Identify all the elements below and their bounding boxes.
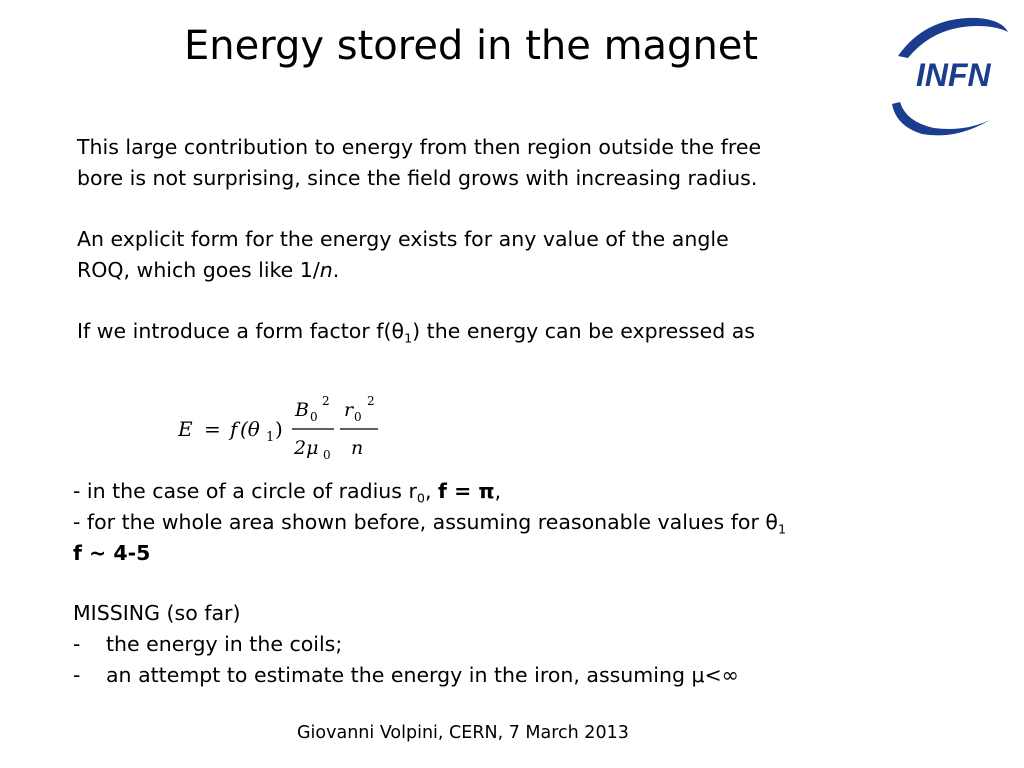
- fraction2-num-base: r: [344, 399, 355, 421]
- paragraph-3-text: If we introduce a form factor f(θ: [77, 319, 405, 343]
- circle-text: - in the case of a circle of radius r: [73, 479, 417, 503]
- formula-lhs: E: [178, 417, 193, 441]
- slide-title: Energy stored in the magnet: [184, 23, 759, 69]
- bullet-text: the energy in the coils;: [106, 632, 343, 656]
- formula-theta-close: ): [275, 417, 283, 441]
- missing-heading: MISSING (so far): [73, 601, 241, 625]
- circle-form-factor: f = π: [438, 479, 495, 503]
- form-factor-range: f ~ 4-5: [73, 541, 151, 565]
- infn-logo: INFN: [892, 17, 1008, 136]
- paragraph-2-line-2: ROQ, which goes like 1/n.: [77, 255, 729, 286]
- area-text: - for the whole area shown before, assum…: [73, 510, 778, 534]
- paragraph-3: If we introduce a form factor f(θ1) the …: [77, 316, 755, 347]
- missing-item-iron: - an attempt to estimate the energy in th…: [73, 660, 739, 691]
- area-theta-subscript: 1: [777, 521, 787, 537]
- paragraph-3-suffix: ) the energy can be expressed as: [412, 319, 755, 343]
- logo-text: INFN: [916, 57, 992, 93]
- circle-comma: ,: [494, 479, 502, 503]
- bullet-marker: -: [73, 663, 81, 687]
- formula-theta-sub: 1: [266, 430, 274, 445]
- paragraph-2-line-1: An explicit form for the energy exists f…: [77, 227, 729, 251]
- fraction1-den: 2μ: [293, 437, 318, 459]
- paragraph-1-line-1: This large contribution to energy from t…: [77, 135, 762, 159]
- bullet-marker: -: [73, 632, 81, 656]
- paragraph-2-text: ROQ, which goes like 1/: [77, 258, 320, 282]
- bullet-text: an attempt to estimate the energy in the…: [106, 663, 739, 687]
- fraction2-num-sub: 0: [354, 410, 362, 424]
- paragraph-1: This large contribution to energy from t…: [77, 132, 761, 194]
- fraction1-num-sup: 2: [322, 394, 330, 408]
- fraction2-num-sup: 2: [367, 394, 375, 408]
- energy-formula: E = f (θ 1 ) B 0 2 2μ 0 r 0 2 n: [178, 394, 378, 460]
- result-line-area: - for the whole area shown before, assum…: [73, 507, 786, 538]
- paragraph-2-period: .: [332, 258, 340, 282]
- formula-theta-open: (θ: [240, 417, 260, 441]
- paragraph-1-line-2: bore is not surprising, since the field …: [77, 166, 758, 190]
- formula-equals: =: [204, 417, 221, 441]
- paragraph-2: An explicit form for the energy exists f…: [77, 224, 729, 286]
- fraction2-den: n: [351, 437, 363, 459]
- radius-subscript: 0: [416, 490, 425, 506]
- theta-subscript: 1: [404, 330, 413, 346]
- circle-separator: ,: [425, 479, 439, 503]
- fraction1-den-sub: 0: [323, 448, 331, 460]
- fraction1-num-sub: 0: [310, 410, 318, 424]
- missing-item-coils: - the energy in the coils;: [73, 629, 342, 660]
- variable-n: n: [319, 258, 333, 282]
- footer: Giovanni Volpini, CERN, 7 March 2013: [297, 723, 629, 743]
- result-line-circle: - in the case of a circle of radius r0, …: [73, 476, 501, 507]
- fraction1-num-base: B: [294, 399, 309, 421]
